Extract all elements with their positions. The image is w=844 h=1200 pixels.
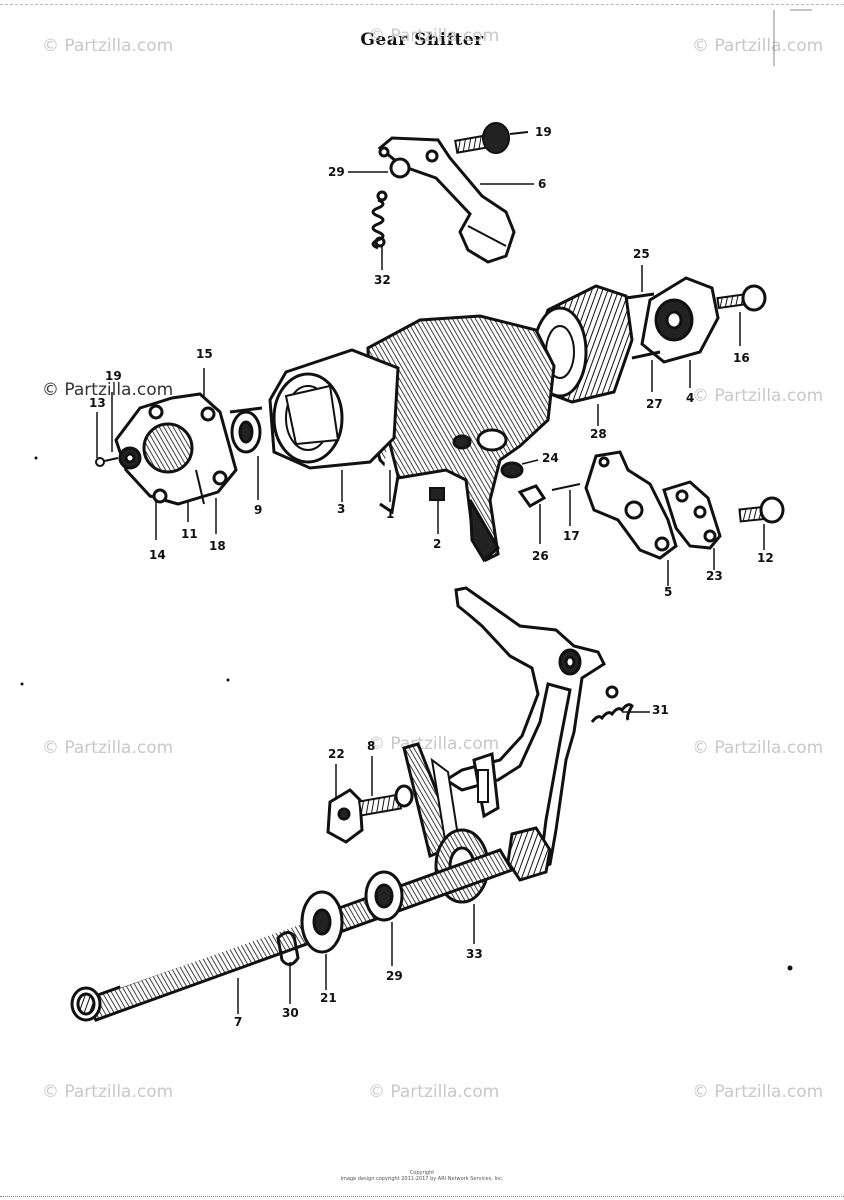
watermark: © Partzilla.com — [692, 36, 824, 56]
callout-number: 19 — [535, 125, 552, 139]
part-21-washer — [300, 890, 344, 954]
callout-number: 26 — [532, 549, 549, 563]
part-7-shift-shaft — [70, 848, 515, 1022]
watermark: © Partzilla.com — [368, 734, 500, 754]
callout-number: 17 — [563, 529, 580, 543]
part-19-bolt — [454, 122, 529, 154]
callout-number: 32 — [374, 273, 391, 287]
callout-number: 25 — [633, 247, 650, 261]
callout-number: 23 — [706, 569, 723, 583]
page-top-edge — [0, 0, 844, 5]
copyright-line: Image design copyright 2011-2017 by ARI … — [340, 1176, 504, 1182]
callout-number: 28 — [590, 427, 607, 441]
part-26-pin — [517, 484, 547, 544]
part-27-pin — [631, 350, 661, 392]
callout-number: 24 — [542, 451, 559, 465]
part-2-pin — [429, 487, 445, 534]
part-30-clip — [276, 931, 300, 966]
callout-number: 19 — [105, 369, 122, 383]
callout-number: 9 — [254, 503, 263, 517]
callout-number: 6 — [538, 177, 547, 191]
callout-number: 22 — [328, 747, 345, 761]
part-32-spring — [371, 190, 388, 250]
part-8-bolt — [357, 784, 414, 817]
watermark: © Partzilla.com — [692, 738, 824, 758]
callout-number: 33 — [466, 947, 483, 961]
callout-number: 16 — [733, 351, 750, 365]
copyright-notice: Copyright Image design copyright 2011-20… — [0, 1170, 844, 1182]
callout-number: 1 — [386, 507, 395, 521]
callout-number: 30 — [282, 1006, 299, 1020]
shift-fork-lever — [443, 586, 606, 871]
callout-number: 13 — [89, 396, 106, 410]
watermark: © Partzilla.com — [42, 380, 174, 400]
part-25-pin — [625, 265, 655, 300]
callout-number: 3 — [337, 502, 346, 516]
callout-number: 12 — [757, 551, 774, 565]
diagram-title: Gear Shifter — [360, 30, 484, 50]
watermark: © Partzilla.com — [42, 1082, 174, 1102]
part-22-cam-stopper — [326, 788, 364, 844]
watermark: © Partzilla.com — [368, 1082, 500, 1102]
callout-number: 29 — [328, 165, 345, 179]
part-1-shift-drum — [366, 314, 556, 563]
watermark: © Partzilla.com — [368, 26, 500, 46]
watermark: © Partzilla.com — [692, 386, 824, 406]
callout-number: 4 — [686, 391, 695, 405]
copyright-line: Copyright — [409, 1170, 435, 1176]
callout-number: 7 — [234, 1015, 243, 1029]
part-5-lock-plate — [584, 450, 678, 560]
part-12-bolt — [738, 496, 785, 550]
part-3-drum-cam — [268, 348, 400, 470]
callout-number: 8 — [367, 739, 376, 753]
part-6-shift-lever — [377, 136, 516, 264]
part-17-pin — [551, 483, 581, 526]
part-24-spring — [500, 459, 539, 479]
part-13-screw — [95, 457, 119, 467]
part-4-plate — [640, 276, 720, 364]
callout-number: 15 — [196, 347, 213, 361]
callout-number: 27 — [646, 397, 663, 411]
part-29-collar — [364, 870, 404, 922]
part-15-star-plate — [114, 392, 238, 506]
part-31-spring — [590, 685, 650, 723]
callout-number: 31 — [652, 703, 669, 717]
part-9-retainer — [229, 406, 263, 454]
part-16-bolt — [716, 284, 767, 312]
callout-number: 5 — [664, 585, 673, 599]
callout-number: 14 — [149, 548, 166, 562]
watermark: © Partzilla.com — [42, 738, 174, 758]
callout-number: 18 — [209, 539, 226, 553]
page-bottom-edge — [0, 1196, 844, 1199]
callout-number: 21 — [320, 991, 337, 1005]
callout-number: 29 — [386, 969, 403, 983]
watermark: © Partzilla.com — [42, 36, 174, 56]
watermark: © Partzilla.com — [692, 1082, 824, 1102]
callout-number: 2 — [433, 537, 442, 551]
callout-number: 11 — [181, 527, 198, 541]
part-23-link-plate — [662, 480, 722, 550]
